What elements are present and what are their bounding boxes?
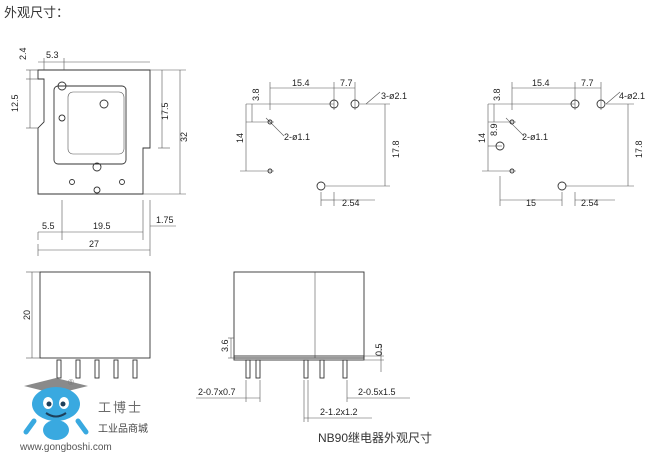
pcb-hole-small xyxy=(267,119,273,125)
dim-label: 32 xyxy=(179,132,189,142)
logo-registered-mark: ® xyxy=(68,378,74,387)
dim-label: 3.8 xyxy=(492,88,502,101)
dim-label: 2-0.7x0.7 xyxy=(198,387,236,397)
pcb-hole-large xyxy=(557,181,567,191)
front-view-pin xyxy=(132,359,138,379)
top-view: 2.4 5.3 12.5 17.5 32 5.5 19.5 1.75 27 xyxy=(10,47,189,256)
dim-label: 15 xyxy=(526,198,536,208)
side-view-pin xyxy=(255,359,261,379)
pcb-hole-small xyxy=(267,168,273,174)
dim-label: 0.5 xyxy=(374,343,384,356)
dim-label: 2-0.5x1.5 xyxy=(358,387,396,397)
top-view-cover-window xyxy=(53,85,127,165)
dim-label: 17.8 xyxy=(391,140,401,158)
dim-label: 14 xyxy=(235,133,245,143)
dim-label: 5.5 xyxy=(42,221,55,231)
dim-label: 20 xyxy=(22,310,32,320)
side-view-body xyxy=(233,271,365,359)
top-view-hole xyxy=(92,162,102,172)
side-view-pin xyxy=(303,359,309,379)
logo-brand-text: 工博士 xyxy=(98,401,144,416)
front-view-pin xyxy=(56,359,62,379)
dim-label: 2.54 xyxy=(342,198,360,208)
dim-label: 1.75 xyxy=(156,215,174,225)
dim-label: 17.8 xyxy=(634,140,644,158)
drawing-caption: NB90继电器外观尺寸 xyxy=(318,431,433,445)
dim-label: 15.4 xyxy=(532,78,550,88)
top-view-hole xyxy=(99,99,109,109)
mascot-icon xyxy=(23,378,89,440)
logo-tagline: 工业品商城 xyxy=(98,424,148,435)
dim-label: 14 xyxy=(477,133,487,143)
side-view-pin xyxy=(319,359,325,379)
top-view-inner-window xyxy=(67,91,125,155)
front-view-pin xyxy=(94,359,100,379)
page-title: 外观尺寸： xyxy=(4,5,70,20)
top-view-hole xyxy=(93,186,101,194)
dim-label: 3.6 xyxy=(220,339,230,352)
dim-label: 3.8 xyxy=(251,88,261,101)
front-view-pin xyxy=(75,359,81,379)
dim-label: 2.54 xyxy=(581,198,599,208)
dim-label: 5.3 xyxy=(46,50,59,60)
top-view-hole xyxy=(58,114,66,122)
pcb-hole-large xyxy=(316,181,326,191)
pcb-hole-small xyxy=(509,168,515,174)
dim-label: 7.7 xyxy=(340,78,353,88)
pcb-hole-large xyxy=(570,99,580,109)
top-view-hole xyxy=(57,81,67,91)
pcb-hole-large xyxy=(350,99,360,109)
dim-label: 4-ø2.1 xyxy=(619,91,645,101)
pcb-hole-large xyxy=(596,99,606,109)
pcb-hole-large xyxy=(329,99,339,109)
side-view-pin xyxy=(342,359,348,379)
dim-label: 3-ø2.1 xyxy=(381,91,407,101)
logo-url: www.gongboshi.com xyxy=(20,442,112,453)
pcb-layout-b: 15.4 7.7 3.8 4-ø2.1 8.9 14 2-ø1.1 17.8 1… xyxy=(477,78,645,208)
dim-label: 2-ø1.1 xyxy=(284,132,310,142)
front-view: 20 xyxy=(22,271,151,379)
dim-label: 8.9 xyxy=(489,123,499,136)
watermark-logo: ® 工博士 工业品商城 www.gongboshi.com xyxy=(16,376,156,460)
pcb-layout-a: 15.4 7.7 3.8 3-ø2.1 14 2-ø1.1 17.8 2.54 xyxy=(235,78,407,208)
top-view-hole xyxy=(119,179,125,185)
dim-label: 2.4 xyxy=(18,47,28,60)
dim-label: 17.5 xyxy=(160,102,170,120)
dim-label: 19.5 xyxy=(93,221,111,231)
pcb-hole-small xyxy=(509,119,515,125)
front-view-pin xyxy=(113,359,119,379)
top-view-hole xyxy=(69,179,75,185)
top-view-outline xyxy=(37,69,151,195)
dim-label: 2-1.2x1.2 xyxy=(320,407,358,417)
dim-label: 2-ø1.1 xyxy=(522,132,548,142)
side-view-pin xyxy=(245,359,251,379)
dim-label: 12.5 xyxy=(10,94,20,112)
dim-label: 15.4 xyxy=(292,78,310,88)
side-view: 3.6 0.5 2-0.7x0.7 2-0.5x1.5 2-1.2x1.2 xyxy=(196,271,410,422)
front-view-body xyxy=(39,271,151,359)
dim-label: 27 xyxy=(89,239,99,249)
dim-label: 7.7 xyxy=(581,78,594,88)
pcb-hole-large xyxy=(495,141,505,151)
